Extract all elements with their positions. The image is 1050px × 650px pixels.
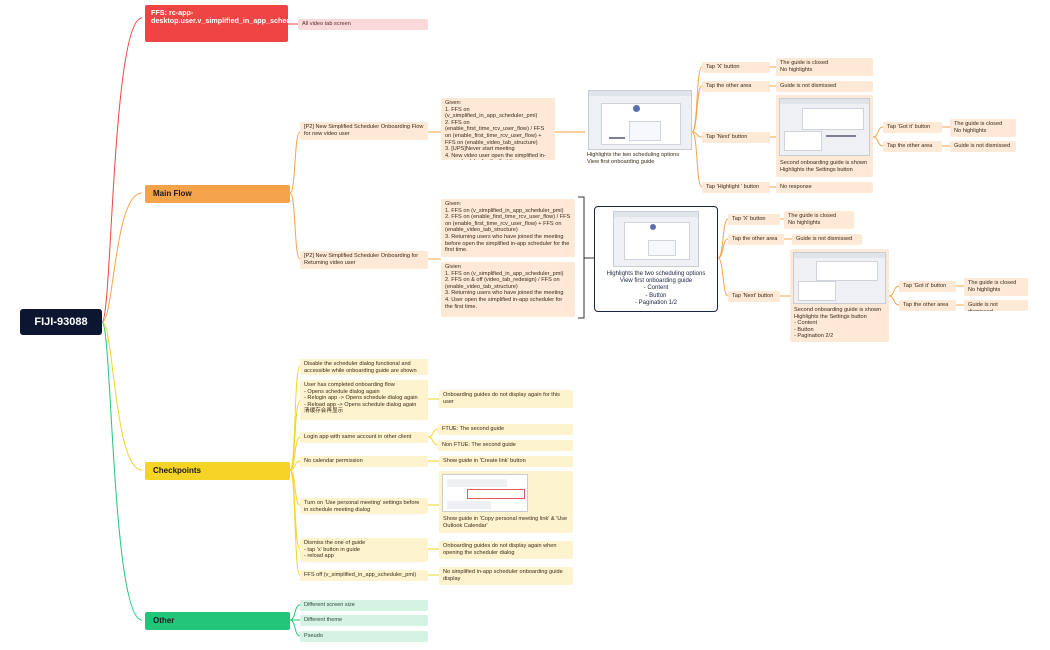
- checkpoint-non-ftue-result[interactable]: Non FTUE: The second guide: [438, 440, 573, 451]
- new-user-got-it-result-node[interactable]: The guide is closed No highlights: [950, 119, 1016, 137]
- returning-user-given1-node[interactable]: Given: 1. FFS on (v_simplified_in_app_sc…: [441, 199, 575, 257]
- other-screen-size[interactable]: Different screen size: [300, 600, 428, 611]
- ffs-node[interactable]: FFS: rc-app-desktop.user.v_simplified_in…: [145, 5, 288, 42]
- other-theme[interactable]: Different theme: [300, 615, 428, 626]
- checkpoint-dismiss-guide[interactable]: Dismiss the one of guide - tap 'x' butto…: [300, 538, 428, 562]
- returning-first-guide-card[interactable]: Highlights the two scheduling options Vi…: [594, 206, 718, 312]
- returning-got-it-result-node[interactable]: The guide is closed No highlights: [964, 278, 1028, 296]
- new-user-given-node[interactable]: Given: 1. FFS on (v_simplified_in_app_sc…: [441, 98, 555, 160]
- new-user-other-result-node[interactable]: Guide is not dismissed: [776, 81, 873, 92]
- returning-second-guide-label: Second onboarding guide is shown Highlig…: [794, 307, 882, 340]
- other-node[interactable]: Other: [145, 612, 290, 630]
- new-user-other-area2-node[interactable]: Tap the other area: [883, 141, 942, 152]
- checkpoint-personal-meeting[interactable]: Turn on 'Use personal meeting' settings …: [300, 498, 428, 514]
- new-user-second-guide-label: Second onboarding guide is shown Highlig…: [780, 160, 868, 173]
- root-node[interactable]: FIJI-93088: [20, 309, 102, 335]
- new-user-flow-node[interactable]: [P2] New Simplified Scheduler Onboarding…: [300, 122, 428, 140]
- ffs-child-node[interactable]: All video tab screen: [298, 19, 428, 30]
- new-user-highlight-result-node[interactable]: No response: [776, 182, 873, 193]
- returning-first-guide-label: Highlights the two scheduling options Vi…: [606, 271, 706, 306]
- checkpoint-dismiss-guide-result[interactable]: Onboarding guides do not display again w…: [439, 541, 573, 559]
- returning-user-given2-node[interactable]: Givien 1. FFS on (v_simplified_in_app_sc…: [441, 262, 575, 317]
- new-user-second-guide-card[interactable]: Second onboarding guide is shown Highlig…: [776, 95, 873, 177]
- returning-other-area2-node[interactable]: Tap the other area: [899, 300, 956, 311]
- personal-meeting-result-label: Show guide in 'Copy personal meeting lin…: [443, 516, 568, 529]
- new-user-other-area-node[interactable]: Tap the other area: [702, 81, 770, 92]
- returning-other-result-node[interactable]: Guide is not dismissed: [792, 234, 862, 245]
- checkpoint-ftue-result[interactable]: FTUE: The second guide: [438, 424, 573, 435]
- checkpoint-completed-flow-result[interactable]: Onboarding guides do not display again f…: [439, 390, 573, 408]
- returning-first-guide-screenshot: [613, 211, 699, 267]
- new-user-next-button-node[interactable]: Tap 'Next' button: [702, 132, 770, 143]
- new-user-other-result2-node[interactable]: Guide is not dismissed: [950, 141, 1016, 152]
- checkpoint-completed-flow[interactable]: User has completed onboarding flow - Ope…: [300, 380, 428, 420]
- new-user-got-it-node[interactable]: Tap 'Got it' button: [883, 122, 942, 133]
- checkpoint-no-calendar[interactable]: No calendar permission: [300, 456, 428, 467]
- checkpoint-disable-dialog[interactable]: Disable the scheduler dialog functional …: [300, 359, 428, 375]
- checkpoint-ffs-off[interactable]: FFS off (v_simplified_in_app_scheduler_p…: [300, 570, 428, 581]
- personal-meeting-screenshot: [442, 474, 528, 512]
- checkpoint-ffs-off-result[interactable]: No simplified in-app scheduler onboardin…: [439, 567, 573, 585]
- checkpoint-no-calendar-result[interactable]: Show guide in 'Create link' button: [439, 456, 573, 467]
- other-pseudo[interactable]: Pseudo: [300, 631, 428, 642]
- first-guide-screenshot: [588, 90, 692, 150]
- returning-user-flow-node[interactable]: [P2] New Simplified Scheduler Onboarding…: [300, 251, 428, 269]
- new-user-x-button-node[interactable]: Tap 'X' button: [702, 62, 770, 73]
- returning-got-it-node[interactable]: Tap 'Got it' button: [899, 281, 956, 292]
- returning-second-guide-screenshot: [793, 252, 886, 304]
- new-user-x-result-node[interactable]: The guide is closed No highlights: [776, 58, 873, 76]
- returning-x-result-node[interactable]: The guide is closed No highlights: [784, 211, 854, 229]
- checkpoint-personal-meeting-card[interactable]: Show guide in 'Copy personal meeting lin…: [439, 471, 573, 533]
- returning-other-area-node[interactable]: Tap the other area: [728, 234, 784, 245]
- returning-other-result2-node[interactable]: Guide is not dismissed: [964, 300, 1028, 311]
- main-flow-node[interactable]: Main Flow: [145, 185, 290, 203]
- returning-next-button-node[interactable]: Tap 'Next' button: [728, 291, 780, 302]
- returning-x-button-node[interactable]: Tap 'X' button: [728, 214, 780, 225]
- second-guide-screenshot: [779, 98, 870, 156]
- checkpoint-login-other-client[interactable]: Login app with same account in other cli…: [300, 432, 428, 443]
- new-user-first-guide-label: Highlights the two scheduling options Vi…: [587, 152, 680, 165]
- checkpoints-node[interactable]: Checkpoints: [145, 462, 290, 480]
- returning-second-guide-card[interactable]: Second onboarding guide is shown Highlig…: [790, 249, 889, 342]
- new-user-highlight-button-node[interactable]: Tap 'Highlight ' button: [702, 182, 770, 193]
